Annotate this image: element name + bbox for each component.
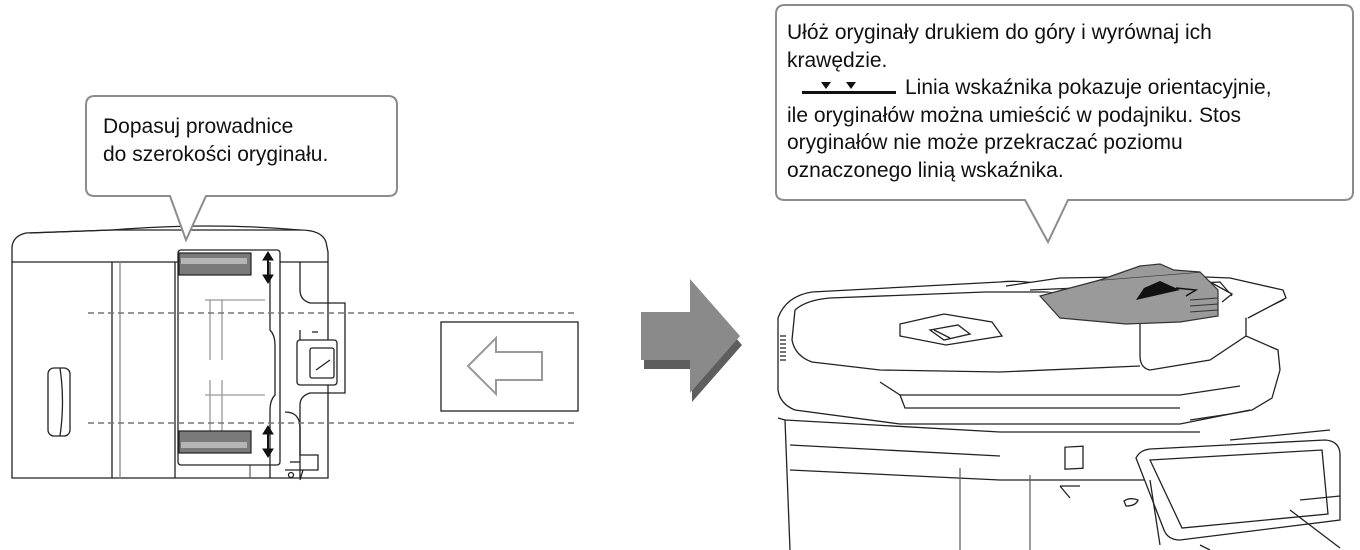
right-callout-line: krawędzie. <box>787 48 888 72</box>
right-callout-line: Ułóż oryginały drukiem do góry i wyrówna… <box>787 21 1212 44</box>
indicator-line-triangles-icon <box>802 75 896 94</box>
left-callout-box <box>85 95 398 243</box>
printer-illustration <box>777 280 1341 550</box>
paper-stack <box>1038 263 1219 325</box>
feed-direction-arrow-icon <box>466 335 543 397</box>
left-callout-line: Dopasuj prowadnice <box>103 115 294 138</box>
right-callout-line: ile oryginałów można umieścić w podajnik… <box>787 103 1242 127</box>
original-document <box>440 321 579 412</box>
adjust-arrow-top-icon <box>262 251 274 284</box>
right-callout-line-indicator: Linia wskaźnika pokazuje orientacyjnie, <box>787 74 1347 102</box>
right-callout-line: oznaczonego linią wskaźnika. <box>787 158 1064 182</box>
transition-arrow-icon <box>641 279 742 402</box>
feeder-top-view <box>11 225 578 481</box>
left-callout-text: Dopasuj prowadnice do szerokości orygina… <box>103 113 363 168</box>
paper-guide-top <box>178 252 252 276</box>
right-callout-line: oryginałów nie może przekraczać poziomu <box>787 131 1183 154</box>
adjust-arrow-bottom-icon <box>262 425 274 458</box>
paper-guide-bottom <box>178 430 252 454</box>
right-callout-box <box>775 4 1354 245</box>
left-callout-line: do szerokości oryginału. <box>103 142 329 166</box>
right-callout-text: Ułóż oryginały drukiem do góry i wyrówna… <box>787 19 1347 184</box>
